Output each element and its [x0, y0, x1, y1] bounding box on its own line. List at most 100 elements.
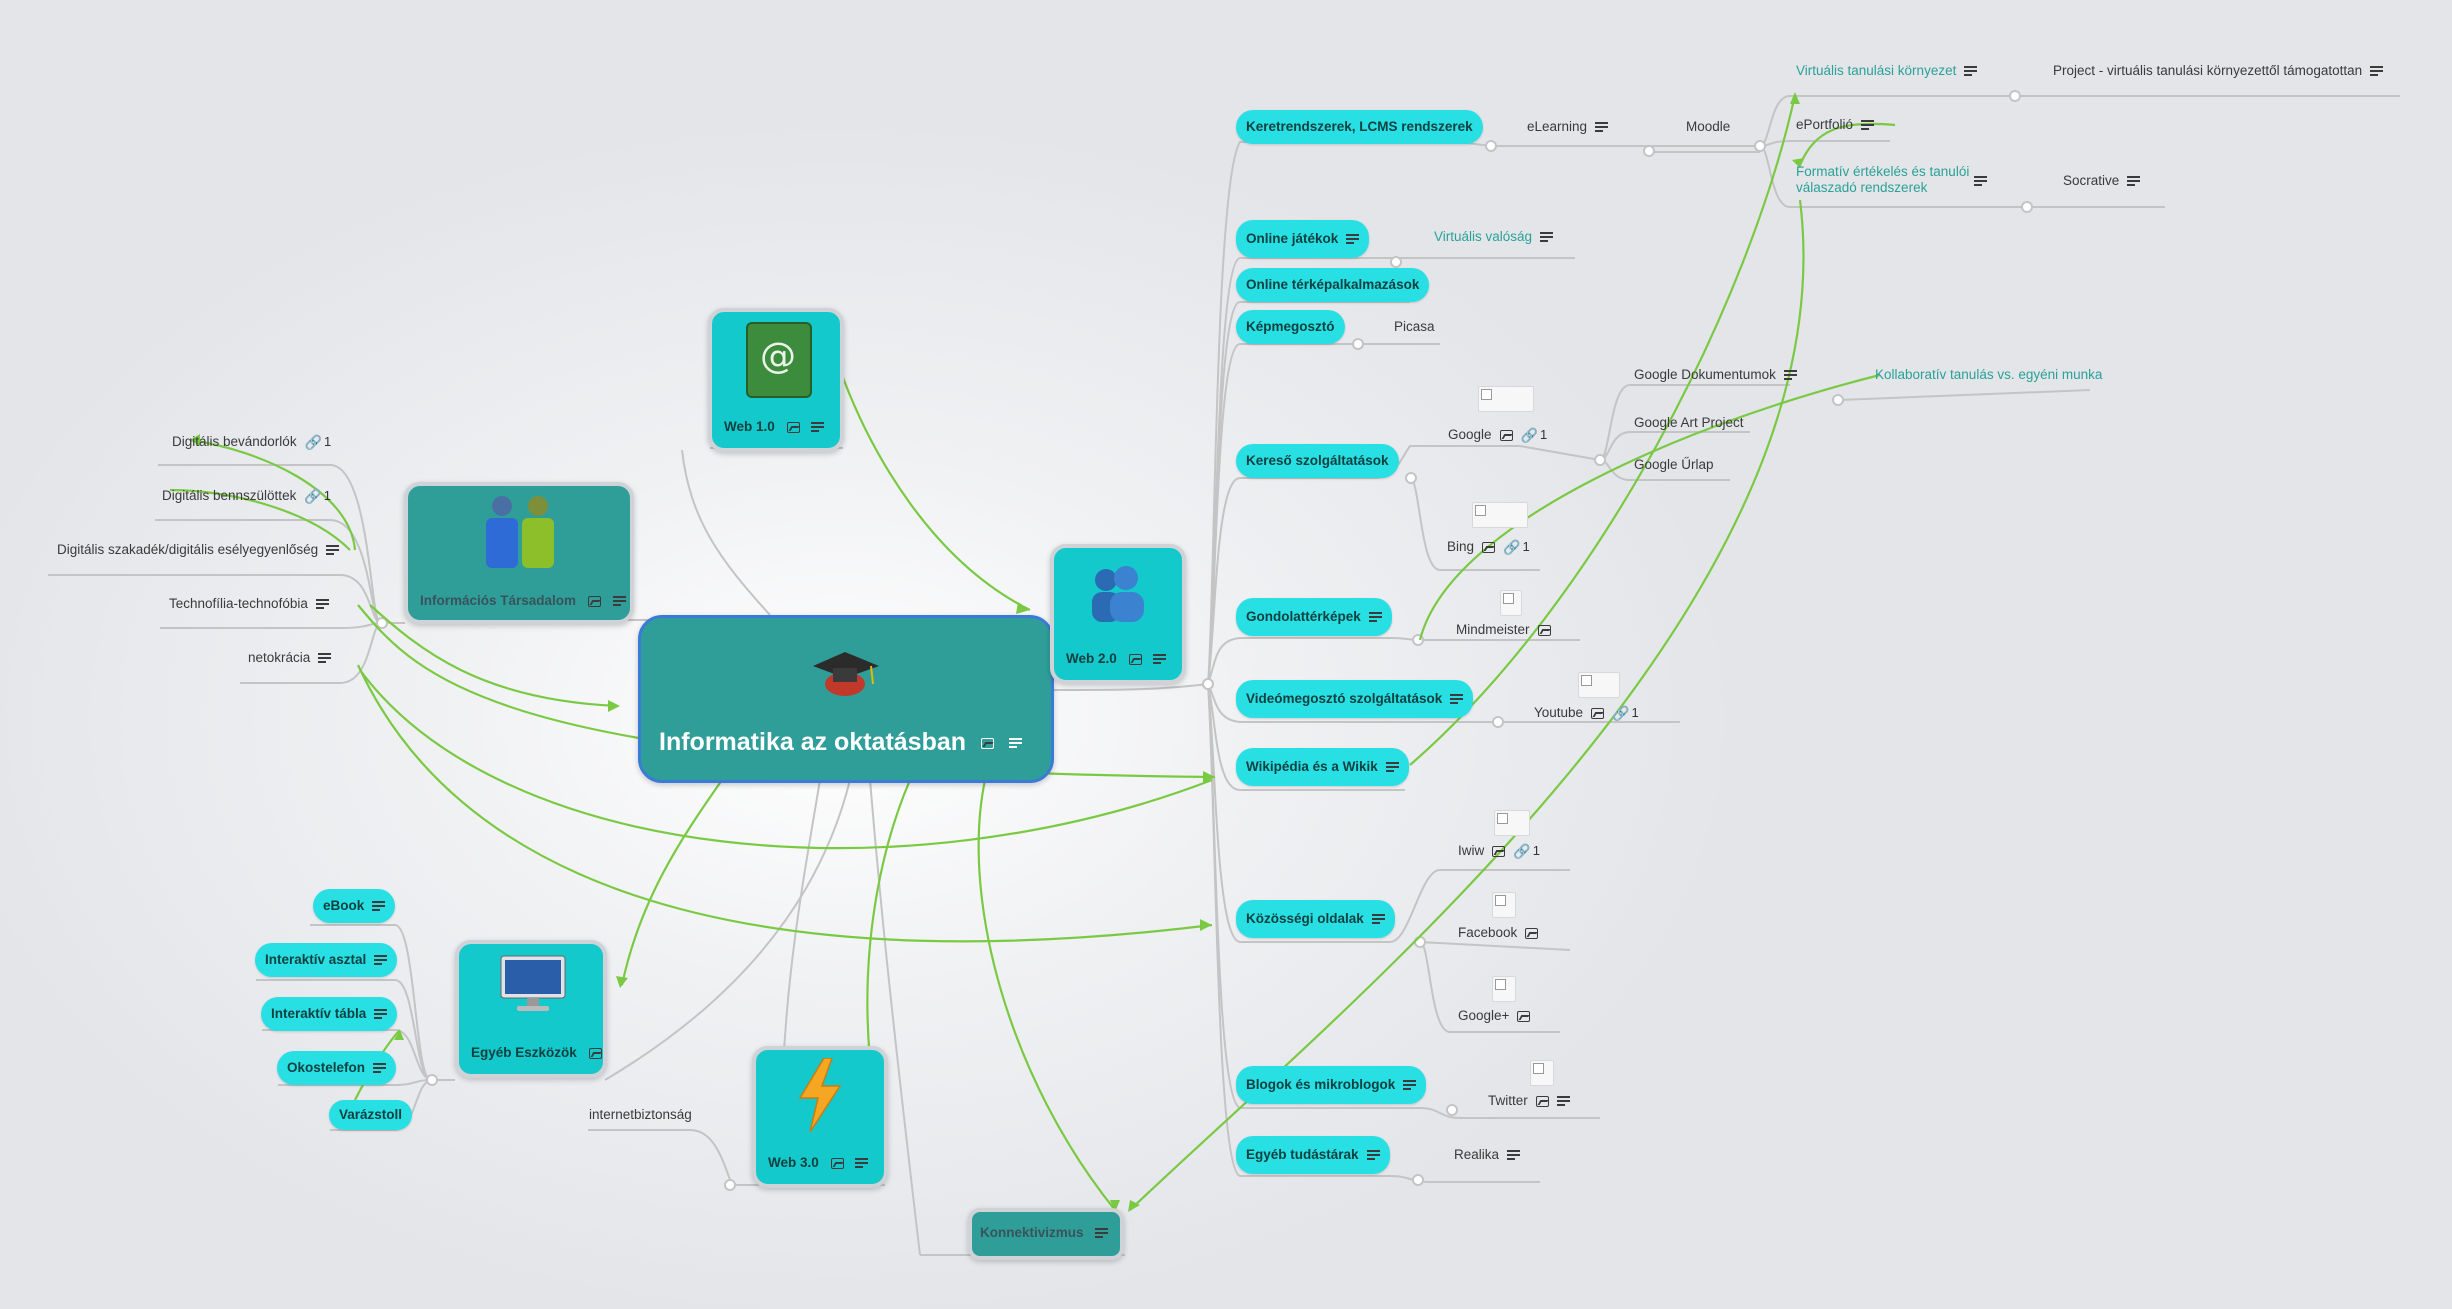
- image-icon[interactable]: [1535, 1095, 1549, 1107]
- topic-okostelefon[interactable]: Okostelefon: [277, 1051, 397, 1085]
- topic-netokracia[interactable]: netokrácia: [248, 649, 332, 667]
- topic-mindmeister[interactable]: Mindmeister: [1456, 621, 1551, 639]
- image-icon[interactable]: [980, 737, 994, 749]
- image-icon[interactable]: [588, 1047, 602, 1059]
- topic-interaktiv-asztal[interactable]: Interaktív asztal: [255, 943, 398, 977]
- topic-realika[interactable]: Realika: [1454, 1146, 1521, 1164]
- topic-bing[interactable]: Bing🔗1: [1447, 539, 1530, 556]
- link-icon[interactable]: 🔗: [1503, 539, 1521, 556]
- web20-node[interactable]: Web 2.0: [1050, 544, 1186, 684]
- topic-digitalis-bennszulottek[interactable]: Digitális bennszülöttek🔗1: [162, 488, 331, 505]
- topic-wiki[interactable]: Wikipédia és a Wikik: [1236, 748, 1409, 786]
- image-icon[interactable]: [1591, 707, 1605, 719]
- notes-icon[interactable]: [811, 421, 825, 433]
- notes-icon[interactable]: [326, 544, 340, 556]
- topic-kepmegoszto[interactable]: Képmegosztó: [1236, 310, 1345, 344]
- topic-terkep[interactable]: Online térképalkalmazások: [1236, 268, 1430, 302]
- topic-socrative[interactable]: Socrative: [2063, 172, 2141, 190]
- web30-node[interactable]: Web 3.0: [752, 1046, 888, 1188]
- topic-google-art[interactable]: Google Art Project: [1634, 415, 1744, 430]
- topic-moodle[interactable]: Moodle: [1686, 119, 1731, 134]
- notes-icon[interactable]: [1153, 653, 1167, 665]
- image-icon[interactable]: [587, 595, 601, 607]
- image-icon[interactable]: [830, 1157, 844, 1169]
- topic-elearning[interactable]: eLearning: [1527, 118, 1609, 136]
- topic-internetbiztonsag[interactable]: internetbiztonság: [589, 1107, 692, 1122]
- egyeb-node[interactable]: Egyéb Eszközök: [455, 940, 607, 1078]
- web10-node[interactable]: @ Web 1.0: [708, 308, 844, 452]
- image-icon[interactable]: [1517, 1010, 1531, 1022]
- topic-iwiw[interactable]: Iwiw🔗1: [1458, 843, 1540, 860]
- image-icon[interactable]: [1525, 927, 1539, 939]
- topic-facebook[interactable]: Facebook: [1458, 924, 1539, 942]
- topic-online-jatekok[interactable]: Online játékok: [1236, 220, 1370, 258]
- topic-kollaborativ[interactable]: Kollaboratív tanulás vs. egyéni munka: [1875, 367, 2103, 382]
- link-icon[interactable]: 🔗: [1513, 843, 1531, 860]
- topic-blogok[interactable]: Blogok és mikroblogok: [1236, 1066, 1427, 1104]
- infotars-node[interactable]: Információs Társadalom: [404, 482, 634, 624]
- notes-icon[interactable]: [1095, 1227, 1109, 1239]
- notes-icon[interactable]: [1008, 737, 1022, 749]
- topic-kereso[interactable]: Kereső szolgáltatások: [1236, 444, 1399, 478]
- topic-varazstoll[interactable]: Varázstoll: [329, 1100, 413, 1130]
- image-icon[interactable]: [1537, 624, 1551, 636]
- image-icon[interactable]: [1128, 653, 1142, 665]
- topic-egyeb-tudas[interactable]: Egyéb tudástárak: [1236, 1136, 1390, 1174]
- notes-icon[interactable]: [1783, 369, 1797, 381]
- topic-formativ[interactable]: Formatív értékelés és tanulói válaszadó …: [1796, 164, 1970, 195]
- topic-eportfolio[interactable]: ePortfolió: [1796, 116, 1875, 134]
- notes-icon[interactable]: [2370, 65, 2384, 77]
- topic-gondolat[interactable]: Gondolattérképek: [1236, 598, 1392, 636]
- image-icon[interactable]: [1482, 541, 1496, 553]
- notes-icon[interactable]: [1450, 693, 1464, 705]
- topic-googleplus[interactable]: Google+: [1458, 1007, 1531, 1025]
- link-icon[interactable]: 🔗: [1612, 705, 1630, 722]
- topic-google[interactable]: Google🔗1: [1448, 427, 1548, 444]
- notes-icon[interactable]: [373, 1062, 387, 1074]
- notes-icon[interactable]: [1371, 913, 1385, 925]
- topic-project[interactable]: Project - virtuális tanulási környezettő…: [2053, 62, 2384, 80]
- topic-interaktiv-tabla[interactable]: Interaktív tábla: [261, 997, 398, 1031]
- notes-icon[interactable]: [318, 652, 332, 664]
- notes-icon[interactable]: [1595, 121, 1609, 133]
- topic-virtualis-kornyezet[interactable]: Virtuális tanulási környezet: [1796, 62, 1978, 80]
- notes-icon[interactable]: [855, 1157, 869, 1169]
- topic-video[interactable]: Videómegosztó szolgáltatások: [1236, 680, 1474, 718]
- konnekt-node[interactable]: Konnektivizmus: [968, 1208, 1124, 1260]
- image-icon[interactable]: [1499, 429, 1513, 441]
- notes-icon[interactable]: [1385, 761, 1399, 773]
- notes-icon[interactable]: [315, 598, 329, 610]
- topic-google-dokumentumok[interactable]: Google Dokumentumok: [1634, 366, 1797, 384]
- topic-ebook[interactable]: eBook: [313, 889, 396, 923]
- notes-icon[interactable]: [612, 595, 626, 607]
- notes-icon[interactable]: [372, 900, 386, 912]
- topic-youtube[interactable]: Youtube🔗1: [1534, 705, 1639, 722]
- notes-icon[interactable]: [1964, 65, 1978, 77]
- topic-lcms[interactable]: Keretrendszerek, LCMS rendszerek: [1236, 110, 1483, 144]
- topic-kozossegi[interactable]: Közösségi oldalak: [1236, 900, 1395, 938]
- notes-icon[interactable]: [1366, 1149, 1380, 1161]
- notes-icon[interactable]: [2127, 175, 2141, 187]
- notes-icon[interactable]: [1507, 1149, 1521, 1161]
- notes-icon[interactable]: [374, 954, 388, 966]
- notes-icon[interactable]: [1861, 119, 1875, 131]
- topic-digitalis-szakadek[interactable]: Digitális szakadék/digitális esélyegyenl…: [57, 541, 340, 559]
- notes-icon[interactable]: [1974, 176, 1987, 187]
- notes-icon[interactable]: [374, 1008, 388, 1020]
- link-icon[interactable]: 🔗: [304, 488, 322, 505]
- notes-icon[interactable]: [1368, 611, 1382, 623]
- notes-icon[interactable]: [1540, 231, 1554, 243]
- topic-technofilia[interactable]: Technofília-technofóbia: [169, 595, 329, 613]
- notes-icon[interactable]: [1346, 233, 1360, 245]
- central-topic[interactable]: Informatika az oktatásban: [638, 615, 1054, 783]
- topic-google-urlap[interactable]: Google Űrlap: [1634, 457, 1714, 472]
- notes-icon[interactable]: [1403, 1079, 1417, 1091]
- image-icon[interactable]: [1492, 845, 1506, 857]
- topic-digitalis-bevandorlok[interactable]: Digitális bevándorlók🔗1: [172, 434, 332, 451]
- topic-virtualis-valosag[interactable]: Virtuális valóság: [1434, 228, 1554, 246]
- link-icon[interactable]: 🔗: [304, 434, 323, 451]
- notes-icon[interactable]: [1556, 1095, 1570, 1107]
- topic-picasa[interactable]: Picasa: [1394, 319, 1435, 334]
- topic-twitter[interactable]: Twitter: [1488, 1092, 1570, 1110]
- image-icon[interactable]: [786, 421, 800, 433]
